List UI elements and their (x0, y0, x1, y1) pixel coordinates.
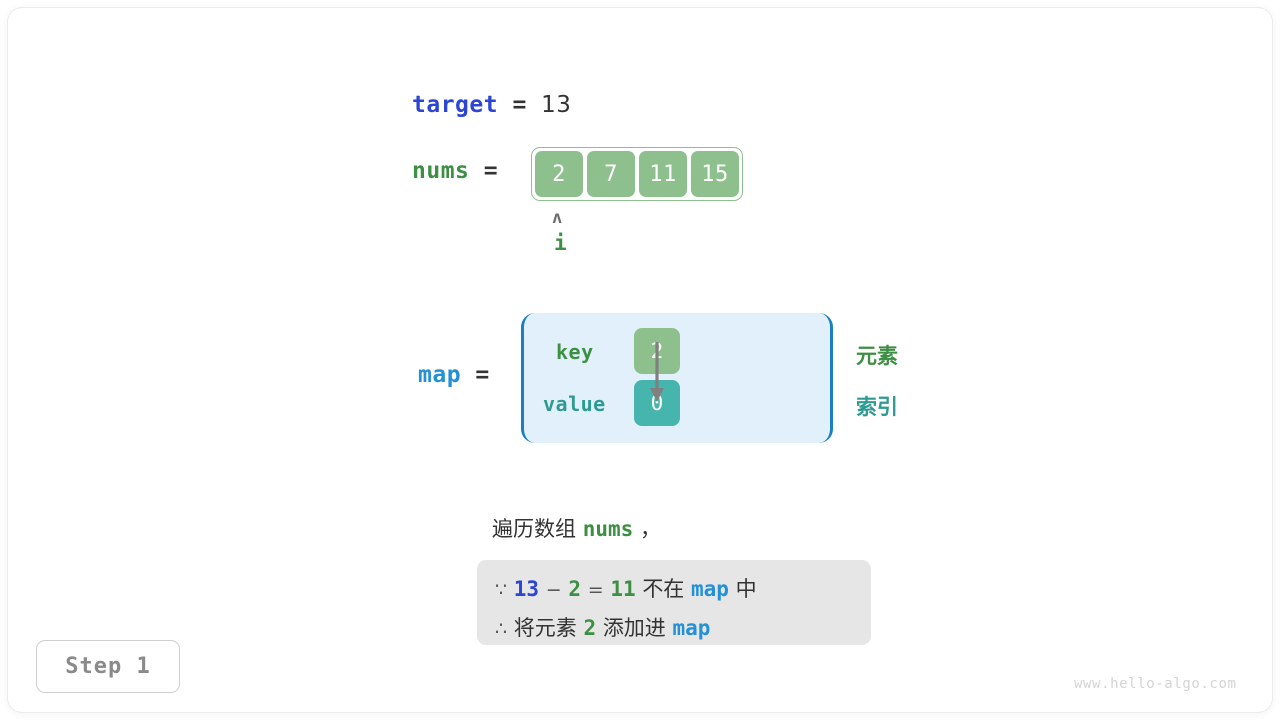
nums-variable-row: nums = (412, 158, 498, 184)
array-cell-0: 2 (535, 151, 583, 197)
map-variable-name: map (418, 362, 462, 388)
note1-target-value: 13 (513, 577, 540, 601)
because-symbol: ∵ (495, 579, 508, 601)
watermark: www.hello-algo.com (1074, 676, 1237, 692)
key-to-value-arrow-icon (650, 342, 664, 402)
note1-middle-text: 不在 (642, 577, 685, 601)
array-cell-2: 11 (639, 151, 687, 197)
note2-middle-text: 添加进 (602, 616, 666, 640)
explanation-intro-keyword: nums (582, 517, 634, 541)
note-line-2: ∴ 将元素 2 添加进 map (495, 609, 853, 648)
target-variable-value: 13 (541, 92, 572, 118)
note-line-1: ∵ 13 − 2 = 11 不在 map 中 (495, 570, 853, 609)
step-badge: Step 1 (36, 640, 180, 693)
array-cell-1: 7 (587, 151, 635, 197)
index-pointer-label: i (554, 231, 567, 255)
legend-index-label: 索引 (856, 395, 898, 419)
explanation-intro-suffix: ， (639, 517, 661, 541)
target-variable-name: target (412, 92, 499, 118)
note1-minus-sign: − (545, 579, 562, 601)
map-equals-sign: = (475, 362, 490, 388)
explanation-intro-line: 遍历数组 nums ， (492, 513, 661, 543)
target-equals-sign: = (512, 92, 527, 118)
explanation-intro-prefix: 遍历数组 (492, 517, 576, 541)
map-key-row-label: key (556, 340, 594, 364)
note2-prefix-text: 将元素 (513, 616, 577, 640)
note2-element-value: 2 (583, 616, 597, 640)
map-variable-row: map = (418, 362, 490, 388)
note1-map-keyword: map (691, 577, 729, 601)
explanation-note-box: ∵ 13 − 2 = 11 不在 map 中 ∴ 将元素 2 添加进 map (477, 560, 871, 645)
note1-result-value: 11 (610, 577, 636, 601)
nums-equals-sign: = (483, 158, 499, 184)
note1-equals-sign: = (587, 579, 604, 601)
note1-current-element: 2 (568, 577, 582, 601)
therefore-symbol: ∴ (495, 618, 508, 640)
array-cell-3: 15 (691, 151, 739, 197)
legend-element-label: 元素 (856, 344, 898, 368)
nums-variable-name: nums (412, 158, 470, 184)
note1-tail-text: 中 (735, 577, 757, 601)
index-caret-icon: ʌ (552, 208, 563, 228)
target-variable-row: target = 13 (412, 92, 571, 118)
map-value-row-label: value (543, 392, 606, 416)
note2-map-keyword: map (672, 616, 711, 640)
nums-array-container: 2 7 11 15 (531, 147, 743, 201)
